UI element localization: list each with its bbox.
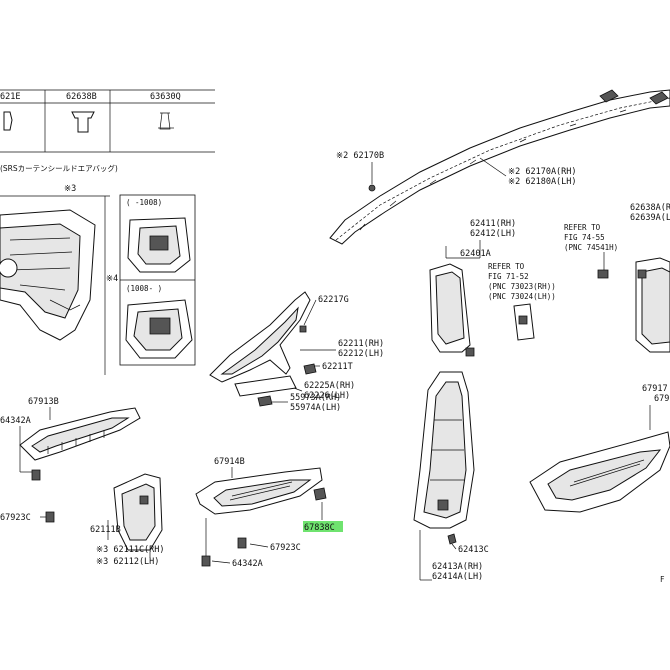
clip-header-row: 621E 62638B 63630Q	[0, 89, 215, 153]
clip-67923C-mid-icon	[237, 537, 247, 549]
label-67838C[interactable]: 67838C	[304, 523, 335, 533]
clip-icon-2	[71, 111, 95, 133]
bolt-icon	[368, 184, 376, 192]
center-pillar-upper-garnish[interactable]	[429, 263, 475, 357]
label-62211T[interactable]: 62211T	[322, 362, 353, 372]
refer-7152-line3: (PNC 73023(RH))	[488, 282, 556, 291]
label-67923C-mid[interactable]: 67923C	[270, 543, 301, 553]
clip-62413C-icon	[447, 533, 457, 545]
label-62211[interactable]: 62211(RH)	[338, 339, 384, 349]
label-62414A[interactable]: 62414A(LH)	[432, 572, 483, 582]
label-62226[interactable]: 62226(LH)	[304, 391, 350, 401]
back-door-scuff-plate[interactable]	[529, 431, 670, 513]
label-62217G[interactable]: 62217G	[318, 295, 349, 305]
label-67923C-left[interactable]: 67923C	[0, 513, 31, 523]
clip-icon-3	[159, 112, 171, 130]
refer-7152-line1: REFER TO	[488, 262, 525, 271]
clip-64342A-left-icon	[31, 469, 41, 481]
label-62170B[interactable]: ※2 62170B	[336, 151, 384, 161]
airbag-bracket-part[interactable]	[0, 209, 96, 341]
detail-box-x4: ※4 ( -1008) (1008- )	[106, 194, 196, 366]
label-67917[interactable]: 67917	[642, 384, 668, 394]
front-door-scuff-plate[interactable]	[19, 407, 141, 461]
label-67918[interactable]: 67918	[654, 394, 670, 404]
curtain-airbag-rail[interactable]	[329, 89, 670, 245]
clip-icon-1	[3, 111, 13, 131]
corner-mark: F	[660, 575, 665, 584]
clip-62217G-icon	[299, 325, 307, 333]
label-62225A[interactable]: 62225A(RH)	[304, 381, 355, 391]
clip-67923C-left-icon	[45, 511, 55, 523]
refer-7455-line3: (PNC 74541H)	[564, 243, 618, 252]
refer-7455-line2[interactable]: FIG 74-55	[564, 233, 605, 242]
quarter-pillar-garnish[interactable]	[635, 257, 670, 353]
label-62413C[interactable]: 62413C	[458, 545, 489, 555]
center-pillar-lower-garnish[interactable]	[413, 371, 475, 529]
srs-note: (SRSカーテンシールドエアバッグ)	[0, 163, 118, 173]
label-62639A[interactable]: 62639A(LH)	[630, 213, 670, 223]
label-62411[interactable]: 62411(RH)	[470, 219, 516, 229]
label-62111B[interactable]: 62111B	[90, 525, 121, 535]
label-62412[interactable]: 62412(LH)	[470, 229, 516, 239]
label-62401A[interactable]: 62401A	[460, 249, 491, 259]
label-64342A-mid[interactable]: 64342A	[232, 559, 263, 569]
clip-67838C-icon	[313, 487, 327, 501]
label-67913B[interactable]: 67913B	[28, 397, 59, 407]
clip-label-2[interactable]: 62638B	[66, 92, 97, 102]
label-62170A[interactable]: ※2 62170A(RH)	[508, 167, 577, 177]
label-64342A-left[interactable]: 64342A	[0, 416, 31, 426]
label-55973A[interactable]: 55973A(RH)	[290, 393, 341, 403]
refer-7455-line1: REFER TO	[564, 223, 601, 232]
refer-7152-line2[interactable]: FIG 71-52	[488, 272, 529, 281]
label-55974A[interactable]: 55974A(LH)	[290, 403, 341, 413]
clip-64342A-mid-icon	[201, 555, 211, 567]
label-62112[interactable]: ※3 62112(LH)	[96, 557, 159, 567]
label-62413A[interactable]: 62413A(RH)	[432, 562, 483, 572]
range-bottom: (1008- )	[126, 284, 162, 293]
label-62212[interactable]: 62212(LH)	[338, 349, 384, 359]
label-62638A[interactable]: 62638A(RH)	[630, 203, 670, 213]
refer-7152-line4: (PNC 73024(LH))	[488, 292, 556, 301]
rear-door-scuff-plate[interactable]	[195, 467, 323, 515]
label-62111C[interactable]: ※3 62111C(RH)	[96, 545, 165, 555]
label-67914B[interactable]: 67914B	[214, 457, 245, 467]
note-x4: ※4	[106, 274, 118, 284]
clip-label-3[interactable]: 63630Q	[150, 92, 181, 102]
clip-label-1[interactable]: 621E	[0, 92, 20, 102]
trim-panel-62225A[interactable]	[234, 375, 297, 407]
seatbelt-adjuster[interactable]	[513, 303, 535, 341]
clip-74541-icon	[597, 269, 609, 279]
front-pillar-garnish[interactable]	[209, 291, 317, 383]
highlight-67838C	[303, 521, 343, 532]
range-top: ( -1008)	[126, 198, 162, 207]
cowl-side-trim[interactable]	[113, 473, 163, 551]
note-x3: ※3	[64, 184, 76, 194]
label-62180A[interactable]: ※2 62180A(LH)	[508, 177, 577, 187]
